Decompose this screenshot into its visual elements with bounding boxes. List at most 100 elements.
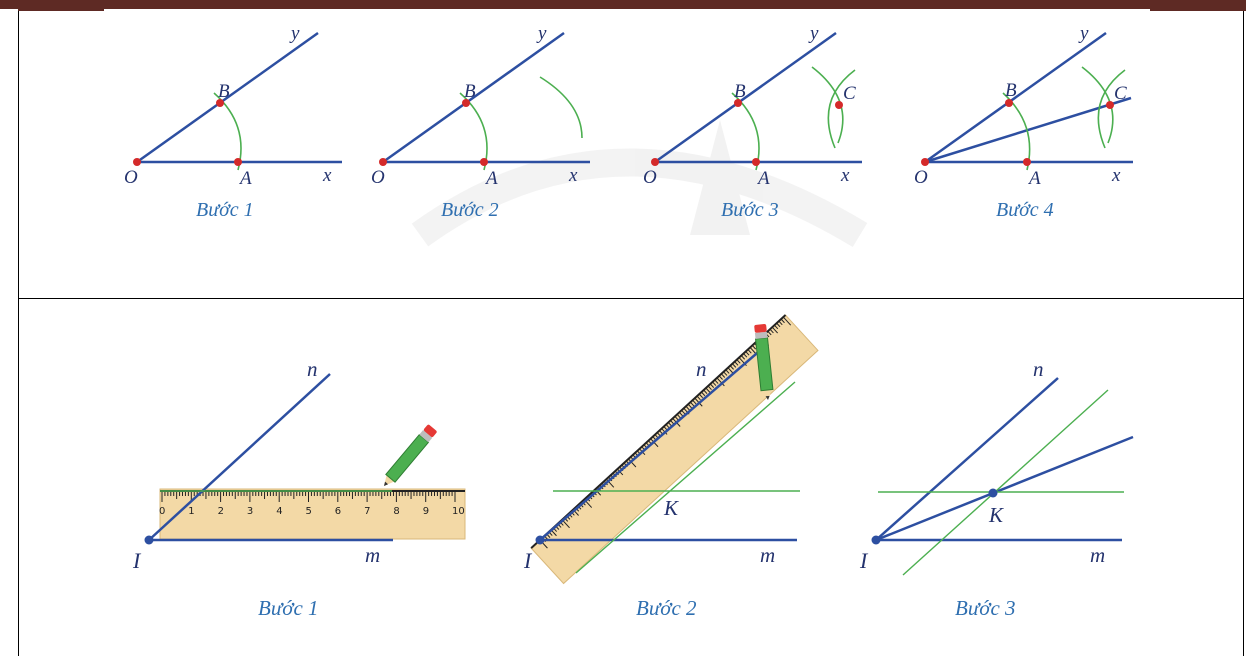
label-m: m: [760, 543, 775, 567]
top-panel-3: O A B C x y Bước 3: [643, 23, 862, 221]
bottom-panel-3: I m n K Bước 3: [859, 357, 1134, 620]
ruler-tick: [725, 369, 730, 374]
ray-in: [539, 347, 764, 541]
label-y: y: [808, 23, 819, 44]
ruler-number: 6: [335, 506, 341, 517]
label-b: B: [1005, 80, 1017, 101]
point-o: [651, 158, 659, 166]
label-x: x: [568, 165, 578, 186]
ruler-number: 5: [306, 506, 312, 517]
label-o: O: [643, 167, 657, 188]
label-b: B: [734, 81, 746, 102]
point-a: [234, 158, 242, 166]
label-i: I: [523, 548, 533, 573]
label-y: y: [289, 23, 300, 44]
step-label: Bước 4: [996, 199, 1054, 221]
step-label: Bước 3: [955, 596, 1016, 620]
point-a: [752, 158, 760, 166]
step-label: Bước 1: [258, 596, 319, 620]
ruler-tick: [778, 320, 783, 326]
arc-from-a: [1097, 69, 1126, 149]
top-panel-4: O A B C x y Bước 4: [914, 23, 1133, 221]
point-i: [535, 535, 545, 545]
ruler-tick: [687, 403, 692, 409]
ruler-tick: [718, 375, 723, 380]
label-o: O: [124, 167, 138, 188]
label-k: K: [988, 503, 1004, 527]
ruler-tick: [721, 373, 726, 378]
ray-oy: [654, 31, 837, 164]
top-panel-2: O A B x y Bước 2: [371, 23, 590, 221]
ruler-number: 10: [452, 506, 465, 517]
ruler-ticks: [161, 491, 456, 502]
ruler-tick: [732, 363, 737, 368]
ruler-number: 8: [393, 506, 399, 517]
ruler-tick: [678, 411, 684, 417]
ruler-number: 9: [423, 506, 429, 517]
ruler: [159, 488, 466, 540]
label-a: A: [1027, 168, 1041, 189]
ray-oy: [136, 31, 319, 164]
ruler-tick: [696, 395, 701, 401]
ruler-tick: [751, 345, 757, 350]
label-i: I: [132, 548, 142, 573]
label-b: B: [218, 81, 230, 102]
ray-oy: [924, 31, 1107, 164]
ruler-tick: [714, 379, 719, 384]
ruler-tick: [681, 409, 686, 415]
ruler-tick: [749, 347, 756, 354]
label-x: x: [1111, 165, 1121, 186]
ruler-tick: [743, 353, 748, 358]
pencil-icon: [384, 424, 437, 486]
ray-ik-bisector: [875, 435, 1134, 542]
ruler-tick: [676, 414, 681, 419]
document-top-border: [0, 0, 1246, 9]
label-c: C: [843, 83, 856, 104]
label-n: n: [696, 357, 707, 381]
ruler-tick: [745, 351, 750, 356]
ruler-number: 0: [159, 506, 165, 517]
label-a: A: [756, 168, 770, 189]
label-x: x: [840, 165, 850, 186]
point-b: [734, 99, 742, 107]
ray-in: [148, 373, 331, 541]
top-border-accent-right: [1150, 9, 1246, 11]
point-k: [988, 488, 998, 498]
point-c: [835, 101, 843, 109]
ruler-tick: [670, 420, 675, 425]
bottom-panel-2: I m n K Bước 2: [523, 314, 819, 620]
ruler-tick: [771, 326, 779, 334]
ruler-tick: [674, 416, 679, 421]
label-n: n: [1033, 357, 1044, 381]
ruler-tick: [701, 391, 706, 397]
ruler-tick: [716, 377, 725, 387]
ruler-number: 4: [276, 506, 282, 517]
ruler-tick: [712, 381, 717, 386]
point-i: [871, 535, 881, 545]
parallel-guide-diagonal: [902, 389, 1109, 576]
ray-in: [875, 377, 1059, 541]
point-c: [1106, 101, 1114, 109]
table-frame: [18, 11, 1244, 656]
ruler-tick: [692, 399, 697, 405]
watermark-logo: [411, 120, 868, 247]
ruler-tick: [782, 316, 792, 326]
ruler-tick: [769, 328, 774, 334]
step-label: Bước 2: [636, 596, 697, 620]
ruler-tick: [698, 393, 703, 399]
label-a: A: [238, 168, 252, 189]
ray-oy: [382, 31, 565, 164]
arc-from-a: [827, 69, 856, 149]
ruler-tick: [736, 359, 741, 364]
point-b: [1005, 99, 1013, 107]
point-o: [921, 158, 929, 166]
ruler-tick: [734, 361, 739, 366]
point-a: [480, 158, 488, 166]
ruler-tick: [707, 385, 712, 390]
ruler-number: 3: [247, 506, 253, 517]
point-o: [133, 158, 141, 166]
ruler-tick: [774, 324, 779, 330]
arc-from-b: [539, 76, 583, 139]
step-label: Bước 3: [721, 199, 779, 221]
